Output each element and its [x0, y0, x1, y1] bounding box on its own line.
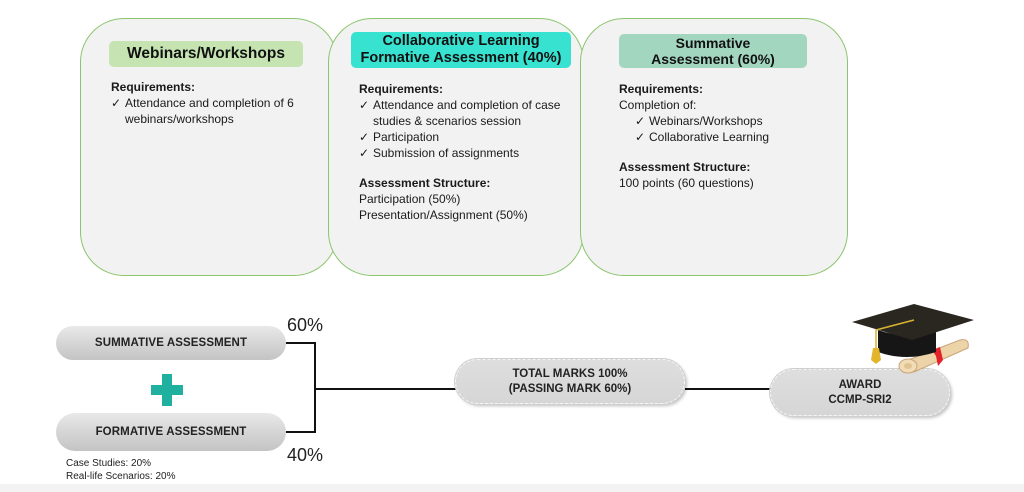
requirements-heading: Requirements:	[359, 82, 444, 96]
plus-icon	[151, 374, 183, 406]
passing-mark-label: (PASSING MARK 60%)	[508, 382, 632, 395]
list-item: ✓Collaborative Learning	[635, 129, 835, 145]
requirement-text: Attendance and completion of 6 webinars/…	[125, 96, 294, 126]
connector-line	[685, 388, 771, 390]
diploma-scroll-icon	[898, 339, 969, 374]
list-item: ✓Webinars/Workshops	[635, 113, 835, 129]
card-title: Webinars/Workshops	[109, 41, 303, 67]
formative-breakdown: Case Studies: 20% Real-life Scenarios: 2…	[66, 457, 176, 483]
card-title-line: Assessment (60%)	[651, 51, 775, 67]
card-title-line: Collaborative Learning	[382, 33, 540, 49]
card-title: Collaborative Learning Formative Assessm…	[351, 32, 571, 68]
check-icon: ✓	[635, 114, 646, 128]
list-item: ✓Attendance and completion of 6 webinars…	[111, 95, 325, 127]
summative-assessment-pill: SUMMATIVE ASSESSMENT	[56, 326, 286, 360]
total-marks-pill: TOTAL MARKS 100% (PASSING MARK 60%)	[455, 359, 685, 404]
formative-weight: 40%	[287, 445, 324, 465]
webinars-workshops-card: Webinars/Workshops Requirements: ✓Attend…	[80, 18, 338, 276]
collaborative-learning-card: Collaborative Learning Formative Assessm…	[328, 18, 584, 276]
check-icon: ✓	[359, 98, 370, 112]
card-title-line: Formative Assessment (40%)	[360, 50, 562, 66]
card-body: Requirements: ✓Attendance and completion…	[111, 79, 325, 127]
requirement-text: Participation	[373, 130, 440, 144]
connector-line	[314, 342, 316, 433]
structure-item: Presentation/Assignment (50%)	[359, 208, 528, 222]
award-code: CCMP-SRI2	[828, 393, 892, 406]
pill-label: FORMATIVE ASSESSMENT	[95, 426, 247, 438]
assessment-structure-heading: Assessment Structure:	[619, 160, 751, 174]
list-item: ✓Participation	[359, 129, 571, 145]
list-item: ✓Attendance and completion of case studi…	[359, 97, 571, 129]
card-title: Summative Assessment (60%)	[619, 34, 807, 68]
requirements-intro: Completion of:	[619, 98, 697, 112]
assessment-structure-heading: Assessment Structure:	[359, 176, 491, 190]
summative-weight: 60%	[287, 315, 324, 335]
requirement-text: Webinars/Workshops	[649, 114, 763, 128]
graduation-cap-icon	[852, 304, 974, 374]
check-icon: ✓	[359, 146, 370, 160]
card-title-line: Webinars/Workshops	[127, 45, 285, 62]
requirement-text: Attendance and completion of case studie…	[373, 98, 561, 128]
check-icon: ✓	[359, 130, 370, 144]
total-marks-label: TOTAL MARKS 100%	[512, 367, 628, 380]
award-pill: AWARD CCMP-SRI2	[770, 369, 950, 416]
structure-item: 100 points (60 questions)	[619, 176, 754, 190]
requirement-text: Submission of assignments	[373, 146, 520, 160]
card-title-line: Summative	[675, 35, 751, 51]
summative-assessment-card: Summative Assessment (60%) Requirements:…	[580, 18, 848, 276]
card-body: Requirements: Completion of: ✓Webinars/W…	[619, 81, 835, 191]
structure-item: Participation (50%)	[359, 192, 461, 206]
check-icon: ✓	[635, 130, 646, 144]
check-icon: ✓	[111, 96, 122, 110]
list-item: ✓Submission of assignments	[359, 145, 571, 161]
breakdown-item: Real-life Scenarios: 20%	[66, 471, 176, 482]
connector-line	[286, 342, 316, 344]
breakdown-item: Case Studies: 20%	[66, 458, 152, 469]
mortarboard-icon	[852, 304, 974, 364]
requirements-heading: Requirements:	[619, 82, 704, 96]
requirements-list: ✓Attendance and completion of case studi…	[359, 97, 571, 161]
requirement-text: Collaborative Learning	[649, 130, 770, 144]
requirements-list: ✓Webinars/Workshops ✓Collaborative Learn…	[619, 113, 835, 145]
formative-assessment-pill: FORMATIVE ASSESSMENT	[56, 413, 286, 451]
requirements-heading: Requirements:	[111, 80, 196, 94]
footer-bar	[0, 484, 1024, 492]
connector-line	[314, 388, 456, 390]
pill-label: SUMMATIVE ASSESSMENT	[94, 337, 248, 349]
requirements-list: ✓Attendance and completion of 6 webinars…	[111, 95, 325, 127]
award-label: AWARD	[838, 378, 882, 391]
connector-line	[286, 431, 316, 433]
card-body: Requirements: ✓Attendance and completion…	[359, 81, 571, 223]
